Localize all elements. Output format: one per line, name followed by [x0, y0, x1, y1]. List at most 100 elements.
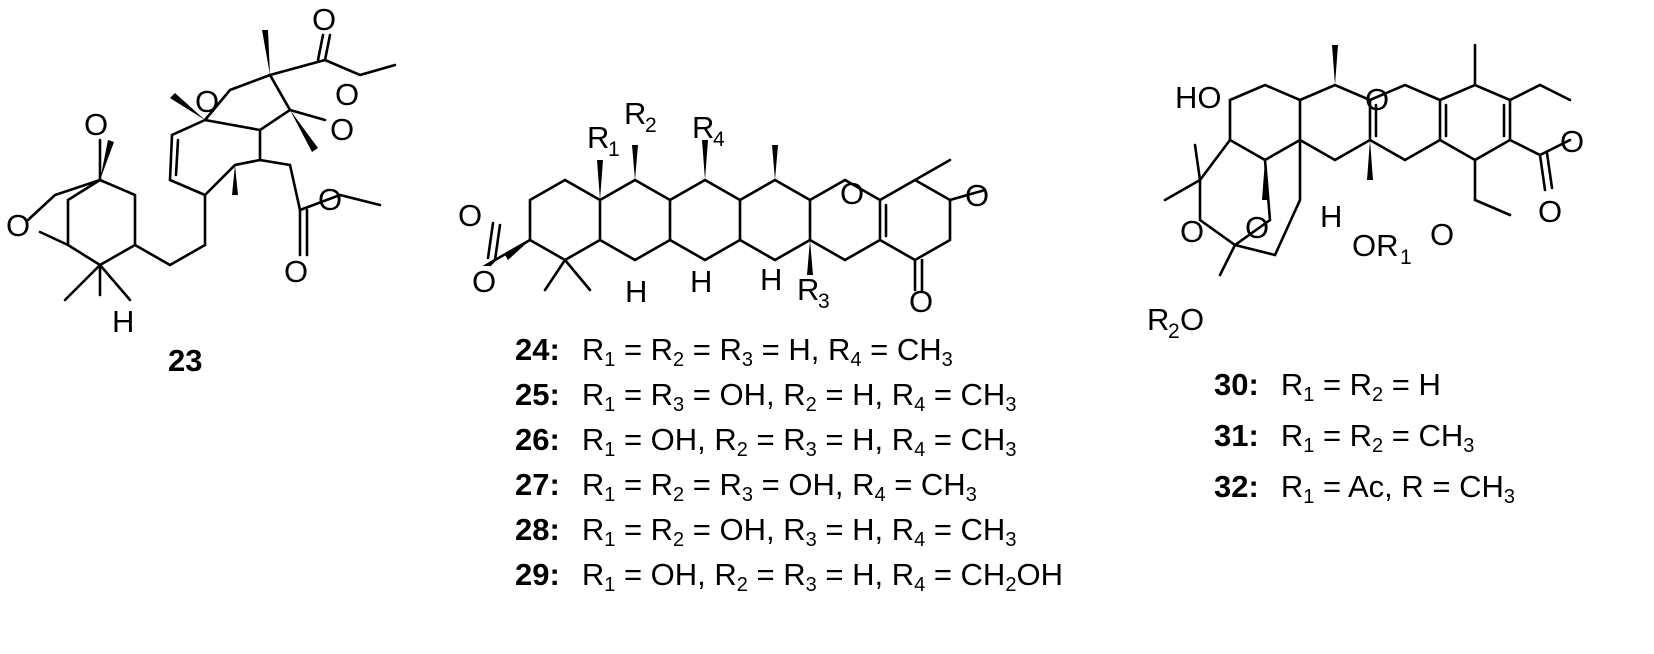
formula-text: = R — [1314, 367, 1373, 402]
formula-text: = CH — [885, 467, 966, 502]
atom-or: OR — [1352, 228, 1399, 263]
substituent-row-29: 29:R1 = OH, R2 = R3 = H, R4 = CH2OH — [515, 557, 1063, 596]
formula-text: = Ac, R = CH — [1314, 469, 1504, 504]
formula-text: = R — [615, 377, 674, 412]
subscript: 1 — [604, 484, 616, 506]
atom-r: R — [797, 272, 819, 307]
subscript: 3 — [741, 484, 754, 506]
compound-number: 32: — [1214, 469, 1259, 504]
formula-text: = OH, R — [684, 377, 806, 412]
formula-text: = OH, R — [753, 467, 875, 502]
formula-text: R — [581, 512, 605, 547]
substituent-row-27: 27:R1 = R2 = R3 = OH, R4 = CH3 — [515, 467, 977, 506]
subscript: 3 — [1503, 486, 1515, 508]
subscript: 4 — [874, 484, 886, 506]
subscript: 1 — [604, 349, 616, 371]
formula-text: R — [581, 332, 605, 367]
formula-text: = R — [684, 332, 742, 367]
formula-text: = CH — [861, 332, 942, 367]
substituent-text: R1 = R2 = R3 = H, R4 = CH3 — [581, 332, 953, 370]
subscript: 1 — [604, 529, 616, 551]
atom-o: O — [458, 198, 482, 233]
atom-o: O — [6, 208, 30, 243]
formula-text: = R — [615, 512, 674, 547]
formula-text: = R — [747, 422, 806, 457]
substituent-row-31: 31:R1 = R2 = CH3 — [1214, 418, 1475, 456]
atom-o: O — [318, 182, 342, 217]
atom-o: O — [1180, 214, 1204, 249]
subscript: 4 — [914, 529, 926, 551]
subscript: 1 — [604, 574, 616, 596]
subscript: 4 — [850, 349, 862, 371]
substituent-row-26: 26:R1 = OH, R2 = R3 = H, R4 = CH3 — [515, 422, 1017, 460]
formula-text: = OH, R — [615, 422, 737, 457]
atom-r: R — [692, 110, 714, 145]
formula-text: = R — [615, 467, 674, 502]
atom-h: H — [1320, 199, 1342, 234]
compound-number: 29: — [515, 557, 560, 592]
subscript: 1 — [604, 439, 616, 461]
substituent-row-25: 25:R1 = R3 = OH, R2 = H, R4 = CH3 — [515, 377, 1017, 416]
atom-o: O — [335, 77, 359, 112]
compound-number: 28: — [515, 512, 560, 547]
subscript: 1 — [1303, 486, 1315, 508]
subscript: 3 — [1005, 439, 1017, 461]
atom-o: O — [1365, 82, 1389, 117]
substituent-row-24: 24:R1 = R2 = R3 = H, R4 = CH3 — [515, 332, 953, 370]
atom-h: H — [625, 274, 647, 309]
subscript: 3 — [741, 349, 754, 371]
subscript: 3 — [1463, 435, 1475, 457]
formula-text: R — [1280, 367, 1304, 402]
formula-text: = CH — [1383, 418, 1464, 453]
atom-r2o: R — [1147, 302, 1169, 337]
subscript: 1 — [608, 138, 620, 161]
atom-h: H — [760, 262, 782, 297]
subscript: 2 — [673, 349, 685, 371]
atom-o: O — [1538, 194, 1562, 229]
subscript: 3 — [805, 439, 817, 461]
atom-o: O — [1560, 124, 1584, 159]
substituent-text: R1 = R2 = OH, R3 = H, R4 = CH3 — [581, 512, 1017, 550]
formula-text: = OH, R — [615, 557, 737, 592]
subscript: 4 — [914, 394, 926, 416]
subscript: 4 — [713, 128, 725, 151]
subscript: 3 — [818, 290, 830, 313]
subscript: 1 — [1303, 435, 1315, 457]
formula-text: = R — [1314, 418, 1373, 453]
atom-o: O — [195, 84, 219, 119]
compound-number: 30: — [1214, 367, 1259, 402]
subscript: 2 — [736, 439, 748, 461]
subscript: 3 — [1005, 394, 1017, 416]
atom-h: H — [112, 304, 134, 339]
formula-text: = H, R — [753, 332, 851, 367]
structure-24-29: O O O O O R 1 R 2 R 4 R 3 H H H — [458, 96, 989, 319]
formula-text: R — [581, 467, 605, 502]
compound-number: 25: — [515, 377, 560, 412]
substituent-row-32: 32: R1 = Ac, R = CH3 — [1214, 469, 1515, 508]
atom-o: O — [312, 2, 336, 37]
formula-text: = R — [684, 467, 742, 502]
formula-text: = R — [747, 557, 806, 592]
formula-text: R — [1280, 469, 1304, 504]
formula-text: = H, R — [816, 557, 915, 592]
substituent-text: R1 = R2 = CH3 — [1280, 418, 1475, 456]
subscript: 1 — [1303, 384, 1315, 406]
substituent-text: R1 = OH, R2 = R3 = H, R4 = CH3 — [582, 422, 1017, 460]
atom-ho: HO — [1175, 80, 1222, 115]
subscript: 2 — [673, 484, 685, 506]
formula-text: = H — [1383, 367, 1441, 402]
formula-text: R — [1280, 418, 1304, 453]
atom-o: O — [965, 178, 989, 213]
compound-number: 27: — [515, 467, 560, 502]
subscript: 2 — [1168, 320, 1180, 343]
formula-text: = H, R — [816, 422, 915, 457]
atom-o: O — [1180, 302, 1204, 337]
subscript: 1 — [604, 394, 616, 416]
subscript: 2 — [1372, 384, 1384, 406]
subscript: 4 — [914, 574, 926, 596]
formula-text: R — [581, 557, 605, 592]
formula-text: = H, R — [816, 512, 915, 547]
atom-r: R — [624, 96, 646, 131]
structure-23: O O O O O O O O H — [6, 2, 397, 339]
